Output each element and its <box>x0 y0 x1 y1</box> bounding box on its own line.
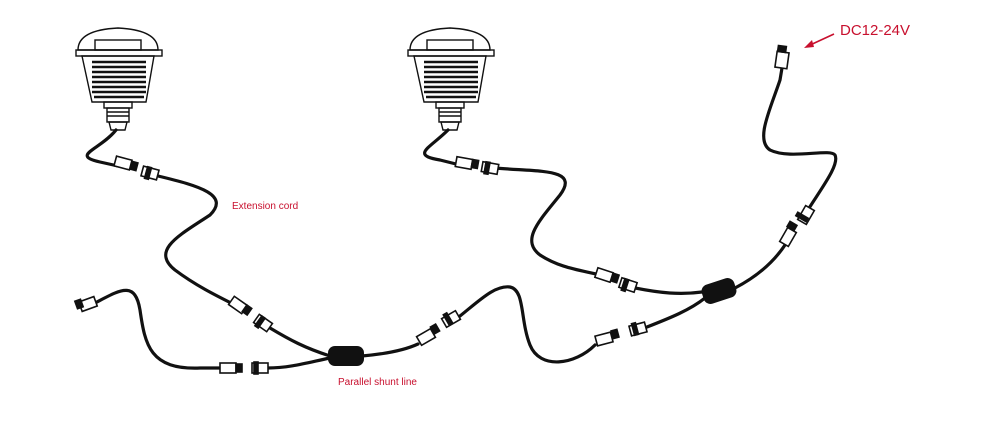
cable <box>93 288 224 370</box>
cable <box>645 296 707 329</box>
cable <box>633 286 704 296</box>
connector-plug-icon <box>627 321 649 337</box>
connector-plug-icon <box>440 309 462 329</box>
connector-plug-icon <box>252 313 274 333</box>
cable <box>156 174 237 307</box>
recessed-light-icon <box>75 27 163 131</box>
cable <box>85 128 120 168</box>
recessed-light-icon <box>407 27 495 131</box>
splitter-box-icon <box>328 346 364 366</box>
power-input-label: DC12-24V <box>840 22 911 39</box>
cable <box>266 356 332 370</box>
cable <box>268 326 332 358</box>
connector-plug-icon <box>794 204 816 226</box>
connector-plug-icon <box>219 362 243 374</box>
connector-plug-icon <box>454 155 480 171</box>
connector-plug-icon <box>617 276 639 294</box>
cable <box>493 166 602 277</box>
connector-plug-icon <box>415 322 441 347</box>
connector-plug-icon <box>251 361 269 375</box>
connector-plug-icon <box>112 155 139 172</box>
cable <box>762 66 838 215</box>
connector-plug-icon <box>227 295 253 317</box>
cable <box>458 285 597 364</box>
connector-plug-icon <box>778 220 799 248</box>
cable <box>733 243 787 290</box>
connector-plug-icon <box>73 295 99 313</box>
connector-plug-icon <box>139 165 161 181</box>
arrow-icon <box>804 33 835 48</box>
cable <box>423 128 458 166</box>
parallel-shunt-line-label: Parallel shunt line <box>338 377 417 388</box>
connector-plug-icon <box>480 160 500 176</box>
extension-cord-label: Extension cord <box>232 201 299 212</box>
connector-plug-icon <box>593 266 621 284</box>
connector-plug-icon <box>593 328 620 347</box>
connector-plug-icon <box>774 44 790 70</box>
cable <box>360 342 420 358</box>
splitter-box-icon <box>701 278 737 304</box>
